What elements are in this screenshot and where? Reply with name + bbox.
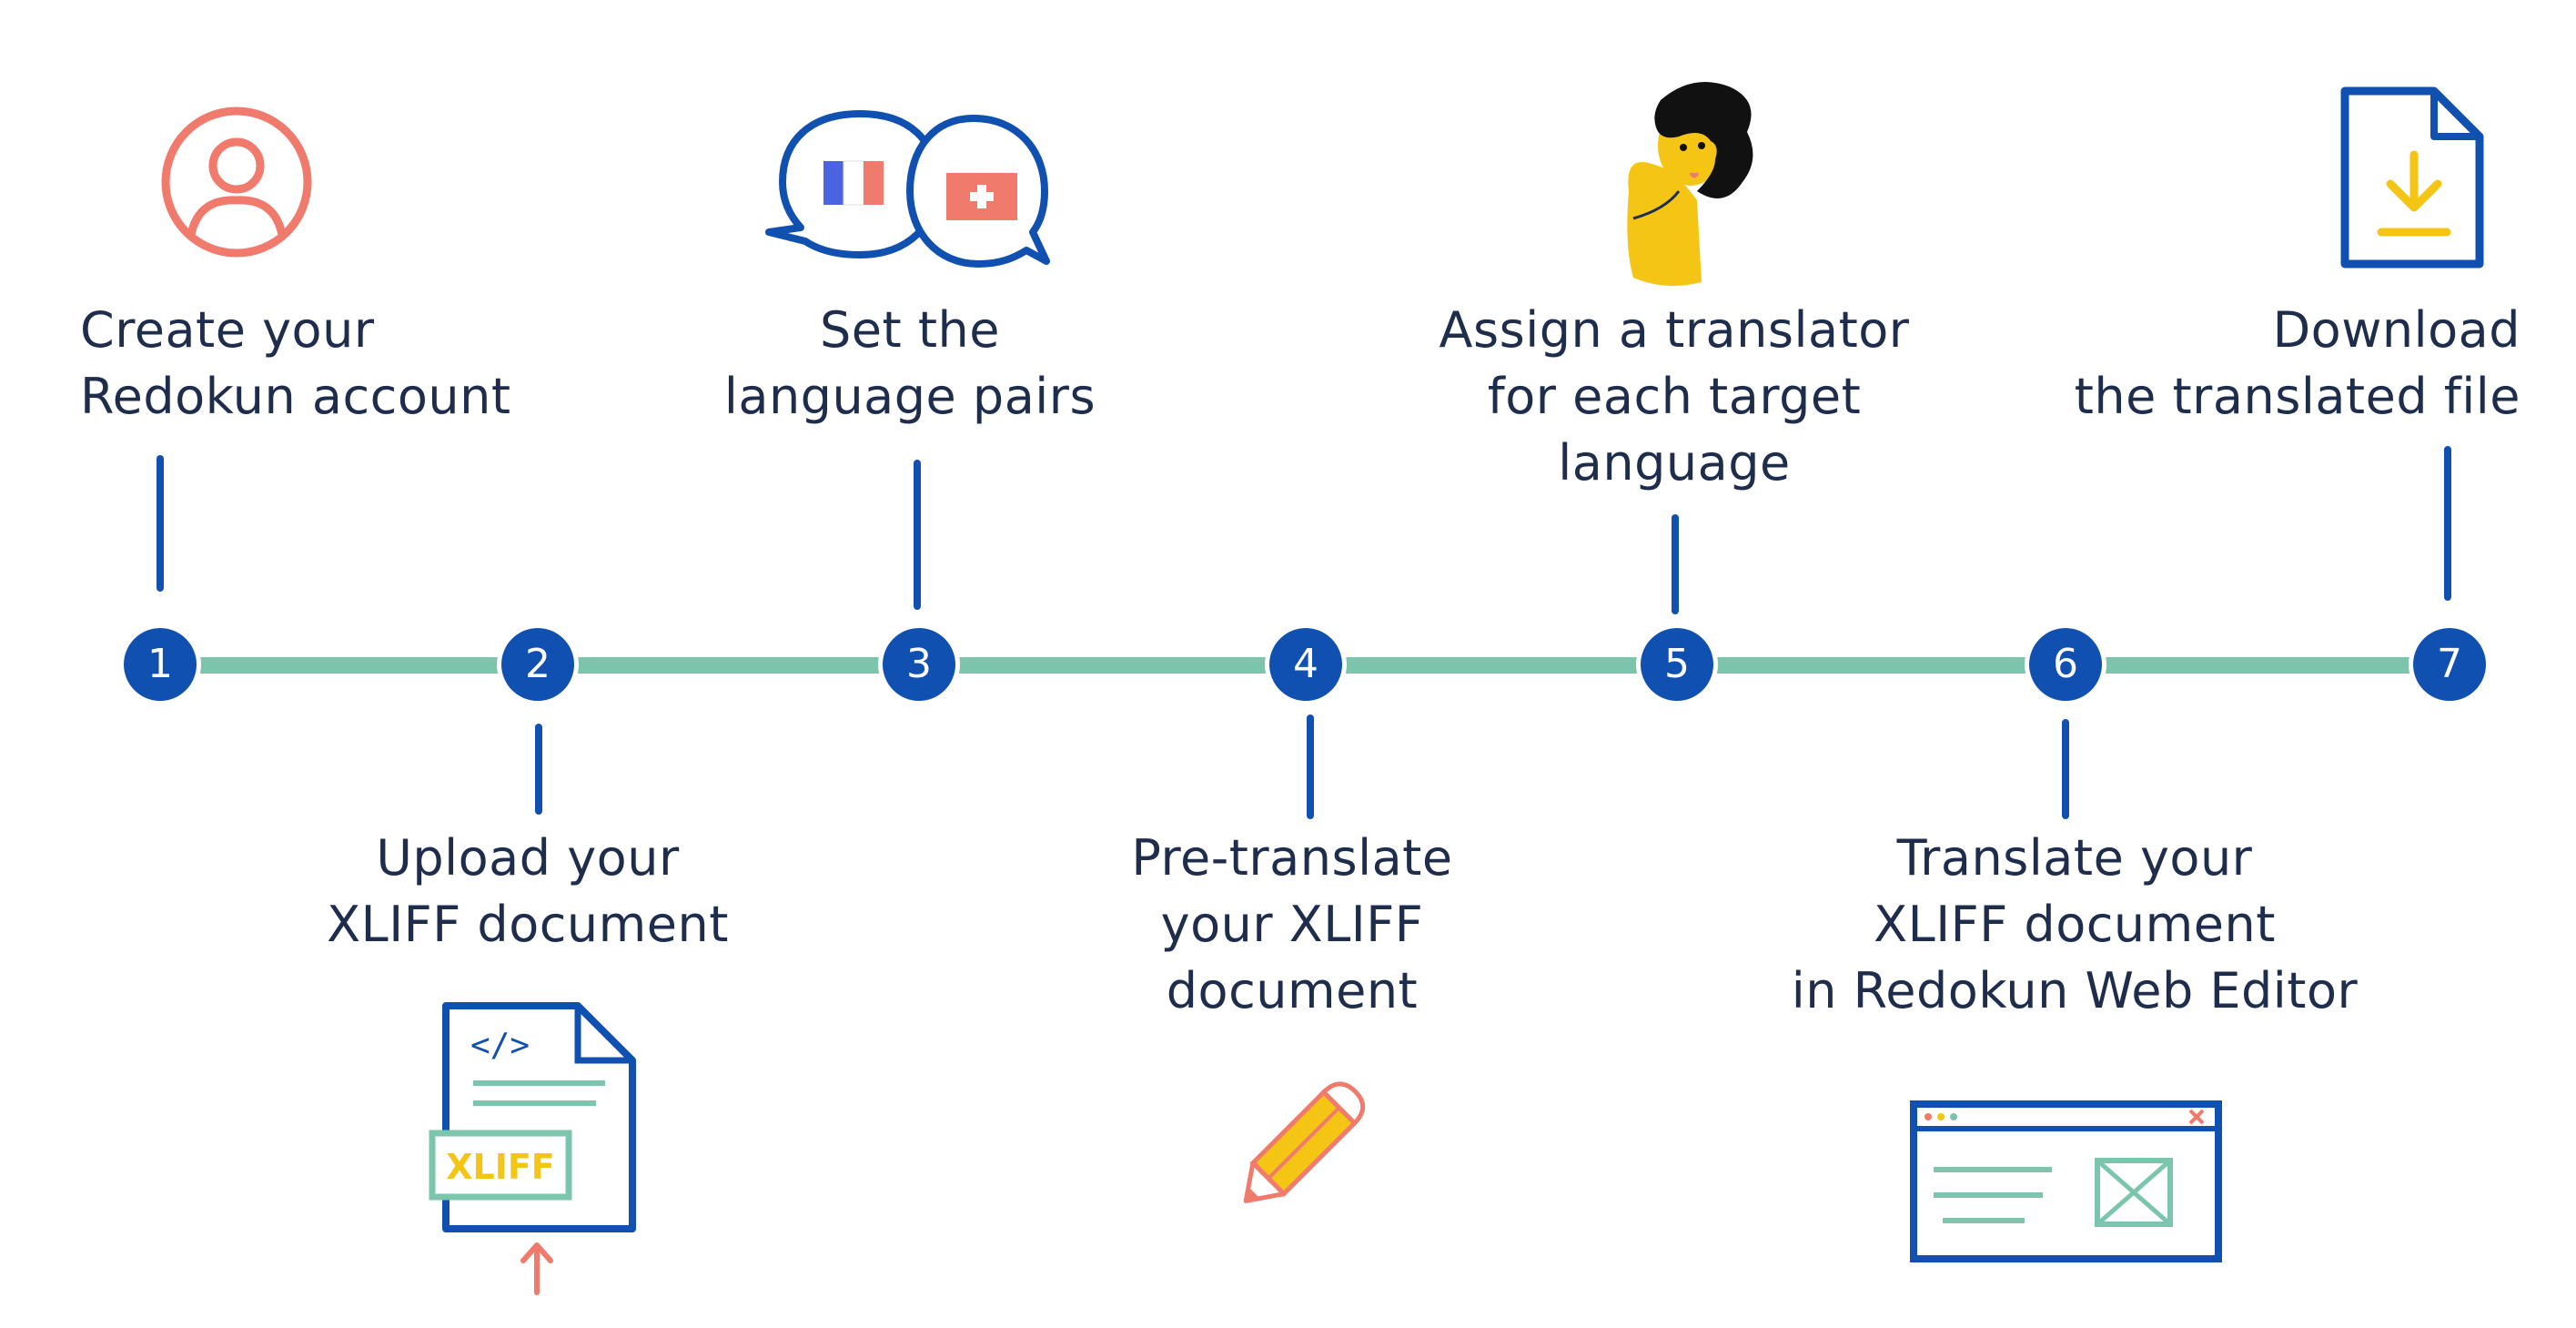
step-7-circle: 7: [2413, 628, 2486, 701]
connector-5: [1672, 514, 1679, 614]
step-7-label: Download the translated file: [2074, 301, 2520, 425]
user-account-icon: [155, 100, 318, 264]
connector-7: [2444, 446, 2451, 601]
xliff-badge: XLIFF: [446, 1147, 555, 1187]
pencil-icon: [1219, 1074, 1383, 1220]
language-flags-chat-icon: [755, 105, 1056, 278]
step-6-circle: 6: [2029, 628, 2102, 701]
step-4-circle: 4: [1269, 628, 1342, 701]
connector-3: [914, 460, 921, 610]
step-2-circle: 2: [501, 628, 574, 701]
web-editor-window-icon: [1906, 1097, 2229, 1265]
connector-1: [157, 455, 164, 592]
translator-person-icon: [1611, 73, 1765, 291]
step-5-circle: 5: [1641, 628, 1713, 701]
xliff-document-upload-icon: </> XLIFF: [423, 1001, 651, 1302]
step-2-label: Upload your XLIFF document: [327, 829, 729, 953]
step-1-circle: 1: [124, 628, 197, 701]
connector-4: [1307, 715, 1314, 819]
step-6-label: Translate your XLIFF document in Redokun…: [1791, 829, 2359, 1019]
step-3-circle: 3: [883, 628, 955, 701]
download-file-icon: [2334, 82, 2493, 278]
connector-6: [2062, 719, 2069, 819]
connector-2: [535, 724, 542, 815]
step-3-label: Set the language pairs: [723, 301, 1096, 425]
code-tag-text: </>: [470, 1027, 530, 1064]
step-4-label: Pre-translate your XLIFF document: [1131, 829, 1453, 1019]
step-1-label: Create your Redokun account: [80, 301, 511, 425]
step-5-label: Assign a translator for each target lang…: [1439, 301, 1910, 492]
